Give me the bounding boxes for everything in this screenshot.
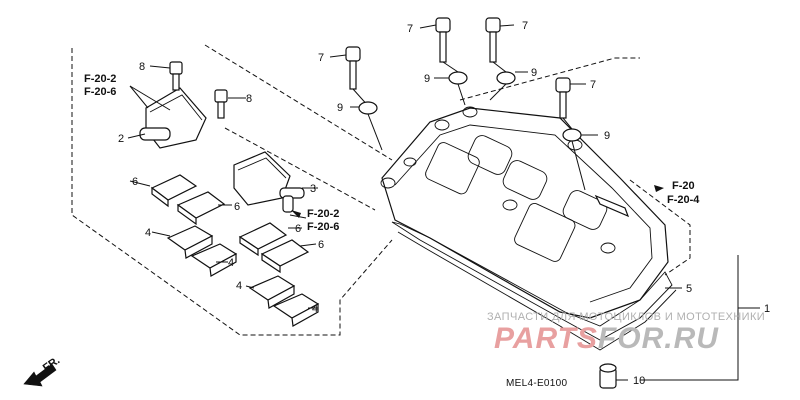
group-outline-right-b <box>629 179 691 276</box>
front-arrow-icon <box>23 363 57 387</box>
cylinder-head-cover <box>380 106 669 319</box>
washer-9-c <box>496 71 516 85</box>
washer-9-a <box>358 101 378 115</box>
watermark-brand-dark: FOR.RU <box>598 322 719 355</box>
front-direction-marker: FR. <box>23 354 62 387</box>
bolt-7-d <box>555 77 571 119</box>
watermark-brand: PARTSFOR.RU <box>494 322 719 355</box>
ref-mid-b: F-20-6 <box>307 221 339 233</box>
callout-4-b: 4 <box>228 257 234 269</box>
callout-6-a: 6 <box>132 176 138 188</box>
callout-3: 3 <box>310 183 316 195</box>
ignition-coil-3 <box>214 89 305 213</box>
arrow-icon <box>654 185 664 192</box>
callout-10: 10 <box>633 375 645 387</box>
callout-9-d: 9 <box>604 130 610 142</box>
callout-5: 5 <box>686 283 692 295</box>
callout-7-b: 7 <box>407 23 413 35</box>
group-outline-mid <box>224 127 376 211</box>
callout-7-a: 7 <box>318 52 324 64</box>
washer-9-d <box>562 128 582 142</box>
callout-2: 2 <box>118 133 124 145</box>
group-outline-right <box>459 57 640 101</box>
callout-4-d: 4 <box>312 303 318 315</box>
ref-right-a: F-20 <box>672 180 695 192</box>
washer-9-b <box>448 71 468 85</box>
ref-mid-a: F-20-2 <box>307 208 339 220</box>
bolt-7-a <box>345 46 371 109</box>
bolt-7-b <box>435 17 451 63</box>
cover-gasket-inner <box>397 231 677 351</box>
callout-7-c: 7 <box>522 20 528 32</box>
clip-4-group <box>166 225 320 327</box>
arrow-icon <box>291 210 301 218</box>
callout-6-d: 6 <box>318 239 324 251</box>
watermark-tagline: ЗАПЧАСТИ ДЛЯ МОТОЦИКЛОВ И МОТОТЕХНИКИ <box>487 311 765 323</box>
ignition-coil-2 <box>139 61 207 149</box>
ref-left-b: F-20-6 <box>84 86 116 98</box>
callout-9-c: 9 <box>531 67 537 79</box>
callout-9-b: 9 <box>424 73 430 85</box>
catalog-code: MEL4-E0100 <box>506 378 568 389</box>
pad-6-group <box>150 174 310 274</box>
callout-6-b: 6 <box>234 201 240 213</box>
group-outline-left <box>71 48 393 336</box>
callout-1: 1 <box>764 303 770 315</box>
ref-right-b: F-20-4 <box>667 194 700 206</box>
callout-6-c: 6 <box>295 223 301 235</box>
callout-7-d: 7 <box>590 79 596 91</box>
leader-part-1 <box>640 255 739 381</box>
cover-gasket <box>391 221 673 341</box>
ref-left-a: F-20-2 <box>84 73 116 85</box>
callout-9-a: 9 <box>337 102 343 114</box>
callout-8-a: 8 <box>139 61 145 73</box>
watermark-brand-red: PARTS <box>494 322 598 355</box>
callout-8-b: 8 <box>246 93 252 105</box>
bolt-7-c <box>485 17 501 63</box>
grommet-10 <box>599 363 617 389</box>
callout-4-c: 4 <box>236 280 242 292</box>
group-outline-top <box>204 44 393 161</box>
callout-4-a: 4 <box>145 227 151 239</box>
